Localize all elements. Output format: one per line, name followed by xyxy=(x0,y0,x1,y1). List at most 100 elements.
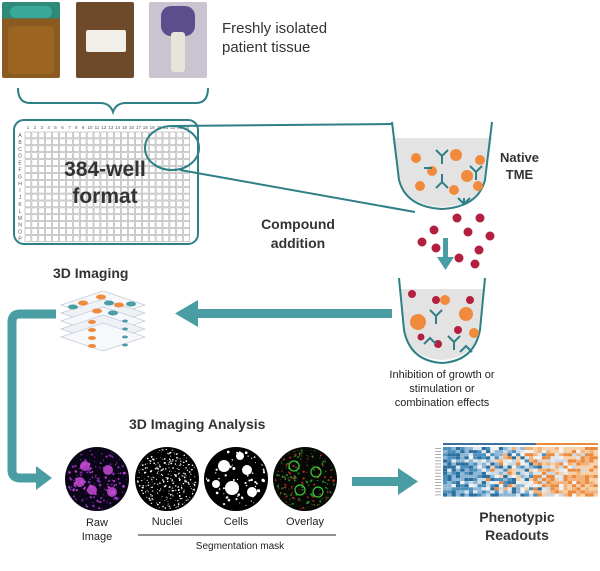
plate-col-label: 9 xyxy=(82,125,85,130)
analysis-speck xyxy=(169,507,171,509)
analysis-speck xyxy=(80,471,83,474)
analysis-speck xyxy=(171,479,174,481)
heatmap-cell xyxy=(490,474,495,478)
heatmap-cell xyxy=(490,453,495,457)
heatmap-cell xyxy=(481,487,486,491)
plate-well xyxy=(24,221,32,228)
analysis-speck xyxy=(163,462,166,464)
analysis-speck xyxy=(177,503,179,505)
analysis-speck xyxy=(91,476,94,479)
heatmap-cell xyxy=(524,462,529,466)
heatmap-cell xyxy=(541,462,547,466)
plate-well xyxy=(107,214,114,221)
heatmap-cell xyxy=(572,456,577,460)
heatmap-cell xyxy=(529,450,534,454)
heatmap-cell xyxy=(451,481,456,485)
heatmap-cell xyxy=(460,471,465,475)
heatmap-cell xyxy=(511,447,517,451)
plate-well xyxy=(66,235,73,242)
plate-well xyxy=(169,180,177,187)
plate-well xyxy=(135,235,142,242)
plate-well xyxy=(128,228,135,235)
heatmap-cell xyxy=(481,456,486,460)
plate-well xyxy=(121,152,128,159)
heatmap-cell xyxy=(468,468,474,472)
analysis-speck xyxy=(305,507,307,509)
analysis-speck xyxy=(223,493,225,495)
heatmap-cell xyxy=(537,487,542,491)
plate-label-line1: 384-well xyxy=(64,158,146,181)
plate-well xyxy=(86,214,94,221)
heatmap-cell xyxy=(516,465,521,469)
heatmap-cell xyxy=(546,462,551,466)
heatmap-cell xyxy=(503,456,508,460)
analysis-speck xyxy=(195,482,197,484)
heatmap-cell xyxy=(529,474,534,478)
heatmap-cell xyxy=(584,447,590,451)
analysis-speck xyxy=(144,482,146,483)
analysis-speck xyxy=(116,497,120,500)
analysis-speck xyxy=(290,485,293,488)
plate-well xyxy=(79,186,87,194)
heatmap-cell xyxy=(541,465,547,469)
analysis-speck xyxy=(164,485,166,488)
analysis-speck xyxy=(300,458,302,460)
plate-well xyxy=(155,186,163,194)
heatmap-cell xyxy=(503,481,508,485)
zoom-line-bottom xyxy=(179,169,416,213)
heatmap-cell xyxy=(550,474,555,478)
heatmap-cell xyxy=(580,450,585,454)
heatmap-cell xyxy=(490,450,495,454)
plate-well xyxy=(135,200,142,208)
analysis-speck xyxy=(175,465,177,466)
analysis-speck xyxy=(184,462,186,463)
heatmap-cell xyxy=(567,487,572,491)
analysis-speck xyxy=(154,467,157,470)
analysis-speck xyxy=(76,474,78,477)
analysis-speck xyxy=(152,498,154,501)
analysis-speck xyxy=(302,477,305,480)
plate-well xyxy=(93,138,101,146)
heatmap-cell xyxy=(473,478,478,482)
plate-well xyxy=(93,159,101,166)
analysis-speck xyxy=(285,495,288,498)
heatmap-cell xyxy=(468,447,474,451)
plate-well xyxy=(128,159,135,166)
analysis-speck xyxy=(292,496,295,500)
analysis-speck xyxy=(181,485,183,487)
plate-well xyxy=(66,152,73,159)
heatmap-cell xyxy=(576,487,581,491)
analysis-speck xyxy=(322,460,325,463)
imaging-spot xyxy=(122,343,128,347)
analysis-speck xyxy=(174,500,176,501)
analysis-speck xyxy=(329,491,332,494)
analysis-speck xyxy=(194,481,196,484)
plate-well xyxy=(135,228,142,235)
analysis-speck xyxy=(146,479,148,481)
analysis-speck xyxy=(294,476,297,479)
heatmap-cell xyxy=(537,490,542,494)
analysis-speck xyxy=(99,461,102,465)
heatmap-cell xyxy=(516,484,521,488)
plate-well xyxy=(155,235,163,242)
analysis-speck xyxy=(174,471,176,472)
heatmap-cell xyxy=(455,484,461,488)
heatmap-cell xyxy=(447,456,452,460)
heatmap-cell xyxy=(563,484,568,488)
analysis-speck xyxy=(157,468,159,470)
plate-well xyxy=(31,152,39,159)
tissue-photo-tube xyxy=(149,2,207,78)
analysis-speck xyxy=(184,479,186,482)
heatmap-cell xyxy=(537,474,542,478)
heatmap-cell xyxy=(533,471,538,475)
analysis-speck xyxy=(244,481,247,485)
analysis-speck xyxy=(183,491,185,493)
heatmap-cell xyxy=(563,481,568,485)
analysis-speck xyxy=(95,466,97,468)
analysis-speck xyxy=(308,456,310,458)
plate-row-label: I xyxy=(19,188,20,194)
plate-well xyxy=(100,159,108,166)
imaging-spot xyxy=(126,301,136,307)
analysis-speck xyxy=(159,502,161,504)
analysis-speck xyxy=(239,502,241,504)
